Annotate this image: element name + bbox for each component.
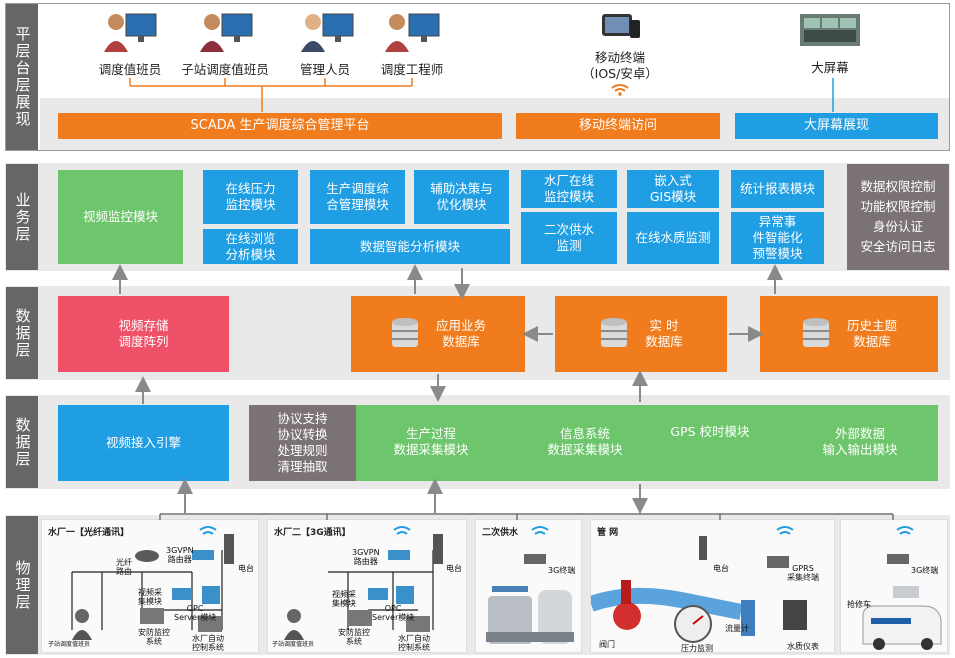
tablet-phone-icon <box>602 14 640 38</box>
pipe-quality-label: 水质仪表 <box>787 642 819 651</box>
secondary-supply-panel: 二次供水 3G终端 <box>475 519 582 653</box>
big-screen-label: 大屏幕 <box>811 60 849 75</box>
p1-video-label: 视频采 集模块 <box>138 588 162 606</box>
p2-3g-router-label: 3GVPN 路由器 <box>352 548 380 566</box>
process-collection-module[interactable]: 生产过程 数据采集模块 <box>393 426 469 457</box>
car-3g-label: 3G终端 <box>911 566 939 575</box>
history-database[interactable]: 历史主题 数据库 <box>760 296 938 372</box>
embedded-gis-module[interactable]: 嵌入式 GIS模块 <box>627 170 719 208</box>
protocol-processing: 协议支持 协议转换 处理规则 清理抽取 <box>249 405 356 481</box>
p2-video-label: 视频采 集模块 <box>332 590 356 608</box>
database-icon <box>391 318 418 347</box>
plant-two-panel: 水厂二【3G通讯】 3GVPN 路由器 视频采 集模块 OPC Server模块… <box>267 519 467 653</box>
statistics-report-module[interactable]: 统计报表模块 <box>731 170 824 208</box>
big-screen-display-bar[interactable]: 大屏幕展现 <box>735 113 938 139</box>
security-control-panel: 数据权限控制 功能权限控制 身份认证 安全访问日志 <box>847 164 949 270</box>
database-icon <box>802 318 829 347</box>
video-monitor-module[interactable]: 视频监控模块 <box>58 170 183 264</box>
plant-one-panel: 水厂一【光纤通讯】 光纤 路由 3GVPN 路由器 视频采 集模块 OPC Se… <box>41 519 259 653</box>
p1-opc-label: OPC Server模块 <box>174 604 217 622</box>
data-collection-band <box>356 405 938 481</box>
user-at-monitor-icon <box>200 13 253 52</box>
anomaly-alarm-module[interactable]: 异常事 件智能化 预警模块 <box>731 212 824 264</box>
pressure-monitor-module[interactable]: 在线压力 监控模块 <box>203 170 298 224</box>
pipe-flow-label: 流量计 <box>725 624 749 633</box>
data-intelligence-module[interactable]: 数据智能分析模块 <box>310 229 510 264</box>
waterplant-monitor-module[interactable]: 水厂在线 监控模块 <box>521 170 617 208</box>
mobile-terminal: 移动终端 （IOS/安卓） <box>560 10 680 98</box>
plant-two-title: 水厂二【3G通讯】 <box>274 528 351 538</box>
physical-layer-label: 物理层 <box>6 516 38 654</box>
p2-security-label: 安防监控 系统 <box>338 628 370 646</box>
sec-3g-label: 3G终端 <box>548 566 576 575</box>
p1-security-label: 安防监控 系统 <box>138 628 170 646</box>
p2-station-label: 子站调度值班员 <box>272 641 315 648</box>
plant-one-title: 水厂一【光纤通讯】 <box>48 528 130 538</box>
pipe-network-title: 管 网 <box>597 528 619 538</box>
video-access-engine[interactable]: 视频接入引擎 <box>58 405 229 481</box>
data-layer-lower-label: 数据层 <box>6 396 38 488</box>
user-at-monitor-icon <box>301 13 354 52</box>
app-business-database[interactable]: 应用业务 数据库 <box>351 296 525 372</box>
mobile-label: 移动终端 （IOS/安卓） <box>582 50 658 81</box>
p1-radio-label: 电台 <box>238 564 254 573</box>
browse-analysis-module[interactable]: 在线浏览 分析模块 <box>203 229 298 264</box>
gps-timing-module[interactable]: GPS 校时模块 <box>670 424 750 439</box>
history-db-label: 历史主题 数据库 <box>846 318 897 349</box>
user-substation-dispatcher: 子站调度值班员 <box>170 8 280 78</box>
p2-radio-label: 电台 <box>446 564 462 573</box>
fiber-router-label: 光纤 路由 <box>116 558 132 576</box>
user-dispatcher: 调度值班员 <box>90 8 170 78</box>
p1-auto-label: 水厂自动 控制系统 <box>192 634 224 652</box>
user-label: 子站调度值班员 <box>181 62 269 77</box>
p2-opc-label: OPC Server模块 <box>372 604 415 622</box>
realtime-database[interactable]: 实 时 数据库 <box>555 296 727 372</box>
user-label: 调度值班员 <box>98 62 162 77</box>
secondary-supply-title: 二次供水 <box>482 528 519 538</box>
app-db-label: 应用业务 数据库 <box>435 318 486 349</box>
database-icon <box>601 318 628 347</box>
info-collection-module[interactable]: 信息系统 数据采集模块 <box>547 426 623 457</box>
pipe-pressure-label: 压力监测 <box>681 644 713 653</box>
pipe-valve-label: 阀门 <box>599 640 615 649</box>
secondary-supply-module[interactable]: 二次供水 监测 <box>521 212 617 264</box>
user-manager: 管理人员 <box>285 8 365 78</box>
plant-two-network-diagram <box>284 526 443 640</box>
pipe-network-icon <box>591 526 807 643</box>
repair-vehicle-icon <box>862 526 942 650</box>
big-screen: 大屏幕 <box>790 12 870 78</box>
mobile-access-bar[interactable]: 移动终端访问 <box>516 113 720 139</box>
pipe-gprs-label: GPRS 采集终端 <box>787 564 819 582</box>
pipe-network-panel: 管 网 电台 GPRS 采集终端 阀门 压力监测 流量计 水质仪表 <box>590 519 835 653</box>
video-storage-array[interactable]: 视频存储 调度阵列 <box>58 296 229 372</box>
user-at-monitor-icon <box>104 13 157 52</box>
user-label: 调度工程师 <box>380 62 444 77</box>
production-management-module[interactable]: 生产调度综 合管理模块 <box>310 170 405 224</box>
p1-3g-router-label: 3GVPN 路由器 <box>166 546 194 564</box>
p2-auto-label: 水厂自动 控制系统 <box>398 634 430 652</box>
pipe-radio-label: 电台 <box>713 564 729 573</box>
decision-support-module[interactable]: 辅助决策与 优化模块 <box>414 170 509 224</box>
user-engineer: 调度工程师 <box>367 8 457 78</box>
control-room-screen-icon <box>800 14 860 46</box>
p1-station-label: 子站调度值班员 <box>48 641 91 648</box>
platform-layer-label: 平层台层展现 <box>6 4 38 150</box>
repair-vehicle-panel: 3G终端 抢修车 <box>840 519 948 653</box>
business-layer-label: 业务层 <box>6 164 38 270</box>
wifi-icon <box>611 84 629 96</box>
external-data-module[interactable]: 外部数据 输入输出模块 <box>822 426 898 457</box>
plant-one-network-diagram <box>71 526 234 640</box>
data-layer-upper-label: 数据层 <box>6 287 38 379</box>
car-label: 抢修车 <box>847 600 871 609</box>
pump-station-icon <box>486 526 574 644</box>
scada-platform-bar[interactable]: SCADA 生产调度综合管理平台 <box>58 113 502 139</box>
user-at-monitor-icon <box>385 13 440 52</box>
water-quality-module[interactable]: 在线水质监测 <box>627 212 719 264</box>
realtime-db-label: 实 时 数据库 <box>645 318 683 349</box>
user-label: 管理人员 <box>299 62 350 77</box>
